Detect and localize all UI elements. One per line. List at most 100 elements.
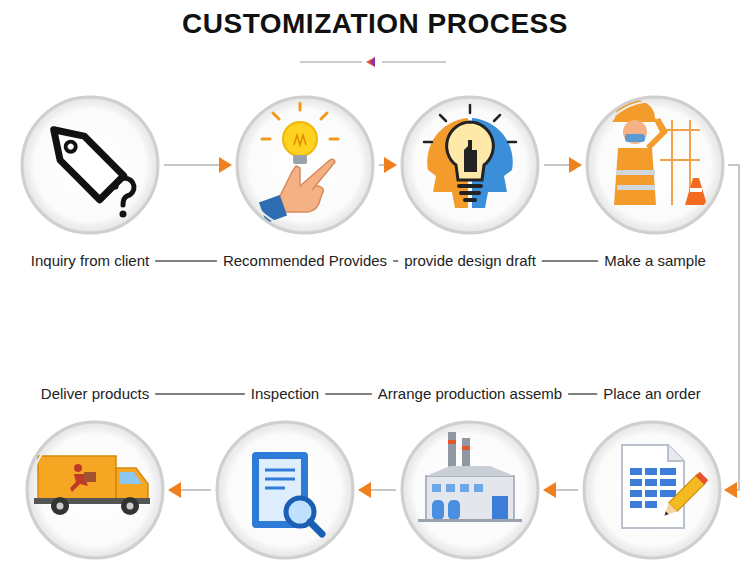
- circle-outline: [25, 420, 165, 560]
- truck-icon-part: [38, 456, 116, 500]
- order-form-icon-part: [630, 479, 642, 486]
- step-circle: [400, 420, 540, 560]
- order-form-icon-part: [645, 468, 657, 475]
- circle-outline: [215, 420, 355, 560]
- flow-arrow: [725, 165, 739, 490]
- factory-icon-part: [446, 484, 455, 492]
- step-circle: [400, 95, 540, 235]
- idea-hand-icon-part: [273, 113, 279, 119]
- factory-icon-part: [426, 466, 514, 476]
- circle-disc-part: [22, 97, 158, 233]
- flow-arrow: [544, 164, 581, 166]
- order-form-icon-part: [630, 468, 642, 475]
- idea-hand-icon-part: [262, 138, 270, 141]
- tag-icon: [42, 118, 134, 218]
- circle-disc-part: [217, 422, 353, 558]
- circle-inner-ring: [241, 101, 369, 229]
- label-rule: [568, 393, 597, 395]
- circle-outline: [235, 95, 375, 235]
- order-form-icon-part: [660, 479, 676, 486]
- step-circle: [20, 95, 160, 235]
- worker-icon-part: [623, 120, 647, 144]
- circle-disc: [22, 97, 723, 558]
- step-label: Arrange production assemb: [377, 385, 563, 403]
- step-label: Inspection: [250, 385, 320, 403]
- factory-icon-part: [460, 484, 469, 492]
- step-label: Place an order: [602, 385, 702, 403]
- circle-inner-ring: [31, 426, 159, 554]
- label-rule: [155, 393, 245, 395]
- circle-disc-part: [587, 97, 723, 233]
- idea-hand-icon-part: [321, 113, 327, 119]
- order-form-icon-part: [668, 445, 684, 461]
- tag-icon-part: [120, 211, 127, 218]
- circle-ring: [217, 422, 353, 558]
- order-form-icon-part: [663, 511, 669, 517]
- factory-icon-part: [432, 500, 444, 520]
- truck-icon: [34, 456, 150, 515]
- order-form-icon-part: [660, 503, 677, 520]
- step-label: provide design draft: [403, 252, 537, 270]
- order-form-icon-part: [645, 490, 657, 497]
- factory-icon-part: [418, 519, 522, 522]
- worker-icon-part: [614, 148, 656, 205]
- circle-ring: [237, 97, 373, 233]
- truck-icon-part: [121, 497, 139, 515]
- label-rule: [542, 260, 598, 262]
- title-ornament-part: [366, 57, 375, 67]
- circle-inner-ring: [406, 426, 534, 554]
- process-step: Inquiry from client: [20, 95, 160, 270]
- inspection-icon-part: [265, 478, 295, 481]
- step-label: Recommended Provides: [222, 252, 388, 270]
- truck-icon-part: [116, 468, 148, 500]
- flow-arrow: [379, 164, 396, 166]
- design-heads-icon-part: [459, 184, 481, 188]
- circle-inner-ring: [221, 426, 349, 554]
- circle-outline: [400, 95, 540, 235]
- factory-icon-part: [448, 500, 460, 520]
- design-heads-icon-part: [469, 105, 472, 113]
- worker-icon-part: [625, 134, 645, 142]
- truck-icon-part: [84, 472, 96, 482]
- design-heads-icon-part: [494, 115, 500, 121]
- circle-outline: [20, 95, 160, 235]
- inspection-icon: [252, 452, 322, 534]
- idea-hand-icon-part: [294, 135, 306, 145]
- worker-icon-part: [660, 159, 700, 161]
- order-form-icon-part: [645, 479, 657, 486]
- order-form-icon-part: [660, 490, 676, 497]
- truck-icon-part: [57, 503, 64, 510]
- truck-icon-part: [120, 472, 142, 484]
- title-ornament-part: [370, 57, 375, 67]
- circle-ring: [587, 97, 723, 233]
- circle-disc-part: [237, 97, 373, 233]
- circle-ring: [402, 97, 538, 233]
- step-label: Deliver products: [40, 385, 150, 403]
- idea-hand-icon-part: [283, 122, 317, 156]
- step-circle: [582, 420, 722, 560]
- truck-icon-part: [51, 497, 69, 515]
- design-heads-icon-part: [440, 115, 446, 121]
- flow-arrow: [544, 489, 578, 491]
- circle-inner-ring: [26, 101, 154, 229]
- idea-hand-icon-part: [293, 155, 307, 164]
- circle-outline: [585, 95, 725, 235]
- order-form-icon-part: [660, 468, 676, 475]
- order-form-icon-part: [622, 445, 684, 528]
- diagram-title: CUSTOMIZATION PROCESS: [0, 7, 750, 41]
- process-step: Recommended Provides: [222, 95, 388, 270]
- order-form-icon-part: [645, 501, 657, 508]
- circle-disc-part: [402, 97, 538, 233]
- idea-hand-icon-part: [299, 102, 302, 110]
- factory-icon-part: [448, 440, 456, 444]
- factory-icon-part: [432, 484, 441, 492]
- flow-arrow: [164, 164, 231, 166]
- order-form-icon-part: [660, 472, 708, 520]
- order-form-icon-part: [630, 490, 642, 497]
- title-ornament-part: [382, 62, 446, 63]
- worker-icon-part: [671, 120, 673, 205]
- idea-hand-icon-part: [330, 138, 338, 141]
- design-heads-icon-part: [424, 141, 432, 144]
